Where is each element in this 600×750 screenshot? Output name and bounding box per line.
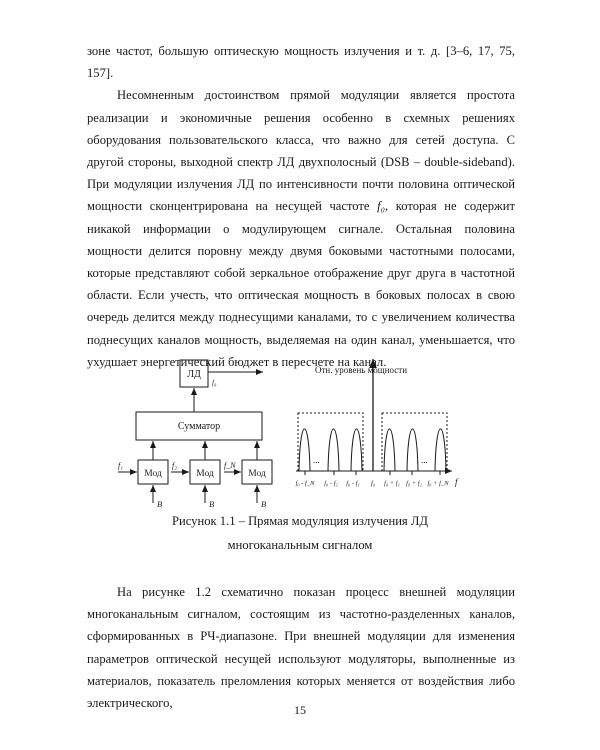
channel-lobe-6 bbox=[434, 428, 447, 472]
paragraph-1-main: Несомненным достоинством прямой модуляци… bbox=[87, 84, 515, 373]
summator-block bbox=[135, 411, 263, 441]
tick-label-f0-plus-fn: f₀ + f_N bbox=[427, 480, 449, 487]
block-diagram bbox=[118, 359, 273, 503]
mod-2-signal-label: B bbox=[209, 499, 214, 509]
paragraph-2-text: На рисунке 1.2 схематично показан процес… bbox=[87, 585, 515, 711]
mod-1-input-label: f₁ bbox=[118, 461, 123, 470]
paragraph-1-first-line: зоне частот, большую оптическую мощность… bbox=[87, 44, 515, 81]
mod-1-signal-label: B bbox=[157, 499, 162, 509]
spectrum-ellipsis-left: ... bbox=[313, 455, 320, 465]
mod-n-signal-label: B bbox=[261, 499, 266, 509]
figure-caption-line-1: Рисунок 1.1 – Прямая модуляция излучения… bbox=[171, 514, 429, 528]
tick-label-f0-plus-f1: f₀ + f₁ bbox=[384, 480, 400, 487]
spectrum-tick-labels: f₀ - f_N f₀ - f₂ f₀ - f₁ f₀ f₀ + f₁ f₀ +… bbox=[296, 480, 450, 487]
channel-lobe-5 bbox=[406, 428, 419, 472]
paragraph-1-text-b: , которая не содержит никакой информации… bbox=[87, 199, 515, 369]
tick-label-f0-minus-fn: f₀ - f_N bbox=[296, 480, 316, 487]
tick-label-f0: f₀ bbox=[371, 480, 375, 487]
tick-label-f0-minus-f1: f₀ - f₁ bbox=[346, 480, 360, 487]
channel-lobe-1 bbox=[298, 428, 311, 472]
paragraph-1-text-a: Несомненным достоинством прямой модуляци… bbox=[87, 88, 515, 214]
mod-2-label: Мод bbox=[196, 469, 214, 479]
figure-caption-line-2: многоканальным сигналом bbox=[227, 538, 373, 552]
tick-label-f0-minus-f2: f₀ - f₂ bbox=[324, 480, 338, 487]
spectrum-ylabel: Отн. уровень мощности bbox=[315, 365, 407, 375]
carrier-frequency-symbol: f₀ bbox=[377, 199, 386, 214]
tick-label-f0-plus-f2: f₀ + f₂ bbox=[406, 480, 423, 487]
summator-label: Сумматор bbox=[178, 421, 220, 432]
laser-diode-block bbox=[179, 359, 209, 388]
channel-lobe-2 bbox=[327, 428, 340, 472]
mod-2-input-label: f₂ bbox=[172, 461, 177, 470]
ld-label: ЛД bbox=[187, 369, 201, 380]
mod-1-label: Мод bbox=[144, 469, 162, 479]
figure-svg: ЛД f₀ Сумматор Мод Мод Мод f₁ f₂ f_N B B… bbox=[118, 359, 459, 509]
mod-n-label: Мод bbox=[248, 469, 266, 479]
mod-n-input-label: f_N bbox=[224, 461, 236, 470]
spectrum-xlabel: f bbox=[455, 477, 459, 487]
spectrum-diagram bbox=[296, 359, 452, 475]
upper-sideband-frame bbox=[381, 412, 448, 472]
channel-lobe-4 bbox=[383, 428, 396, 472]
page-number: 15 bbox=[294, 703, 306, 717]
ld-output-label: f₀ bbox=[212, 379, 217, 387]
body-paragraph-2: На рисунке 1.2 схематично показан процес… bbox=[87, 581, 515, 714]
lower-sideband-frame bbox=[297, 412, 364, 472]
channel-lobe-3 bbox=[350, 428, 363, 472]
spectrum-ellipsis-right: ... bbox=[421, 455, 428, 465]
body-paragraph-1: зоне частот, большую оптическую мощность… bbox=[87, 40, 515, 373]
figure-1-1: ЛД f₀ Сумматор Мод Мод Мод f₁ f₂ f_N B B… bbox=[100, 355, 500, 525]
